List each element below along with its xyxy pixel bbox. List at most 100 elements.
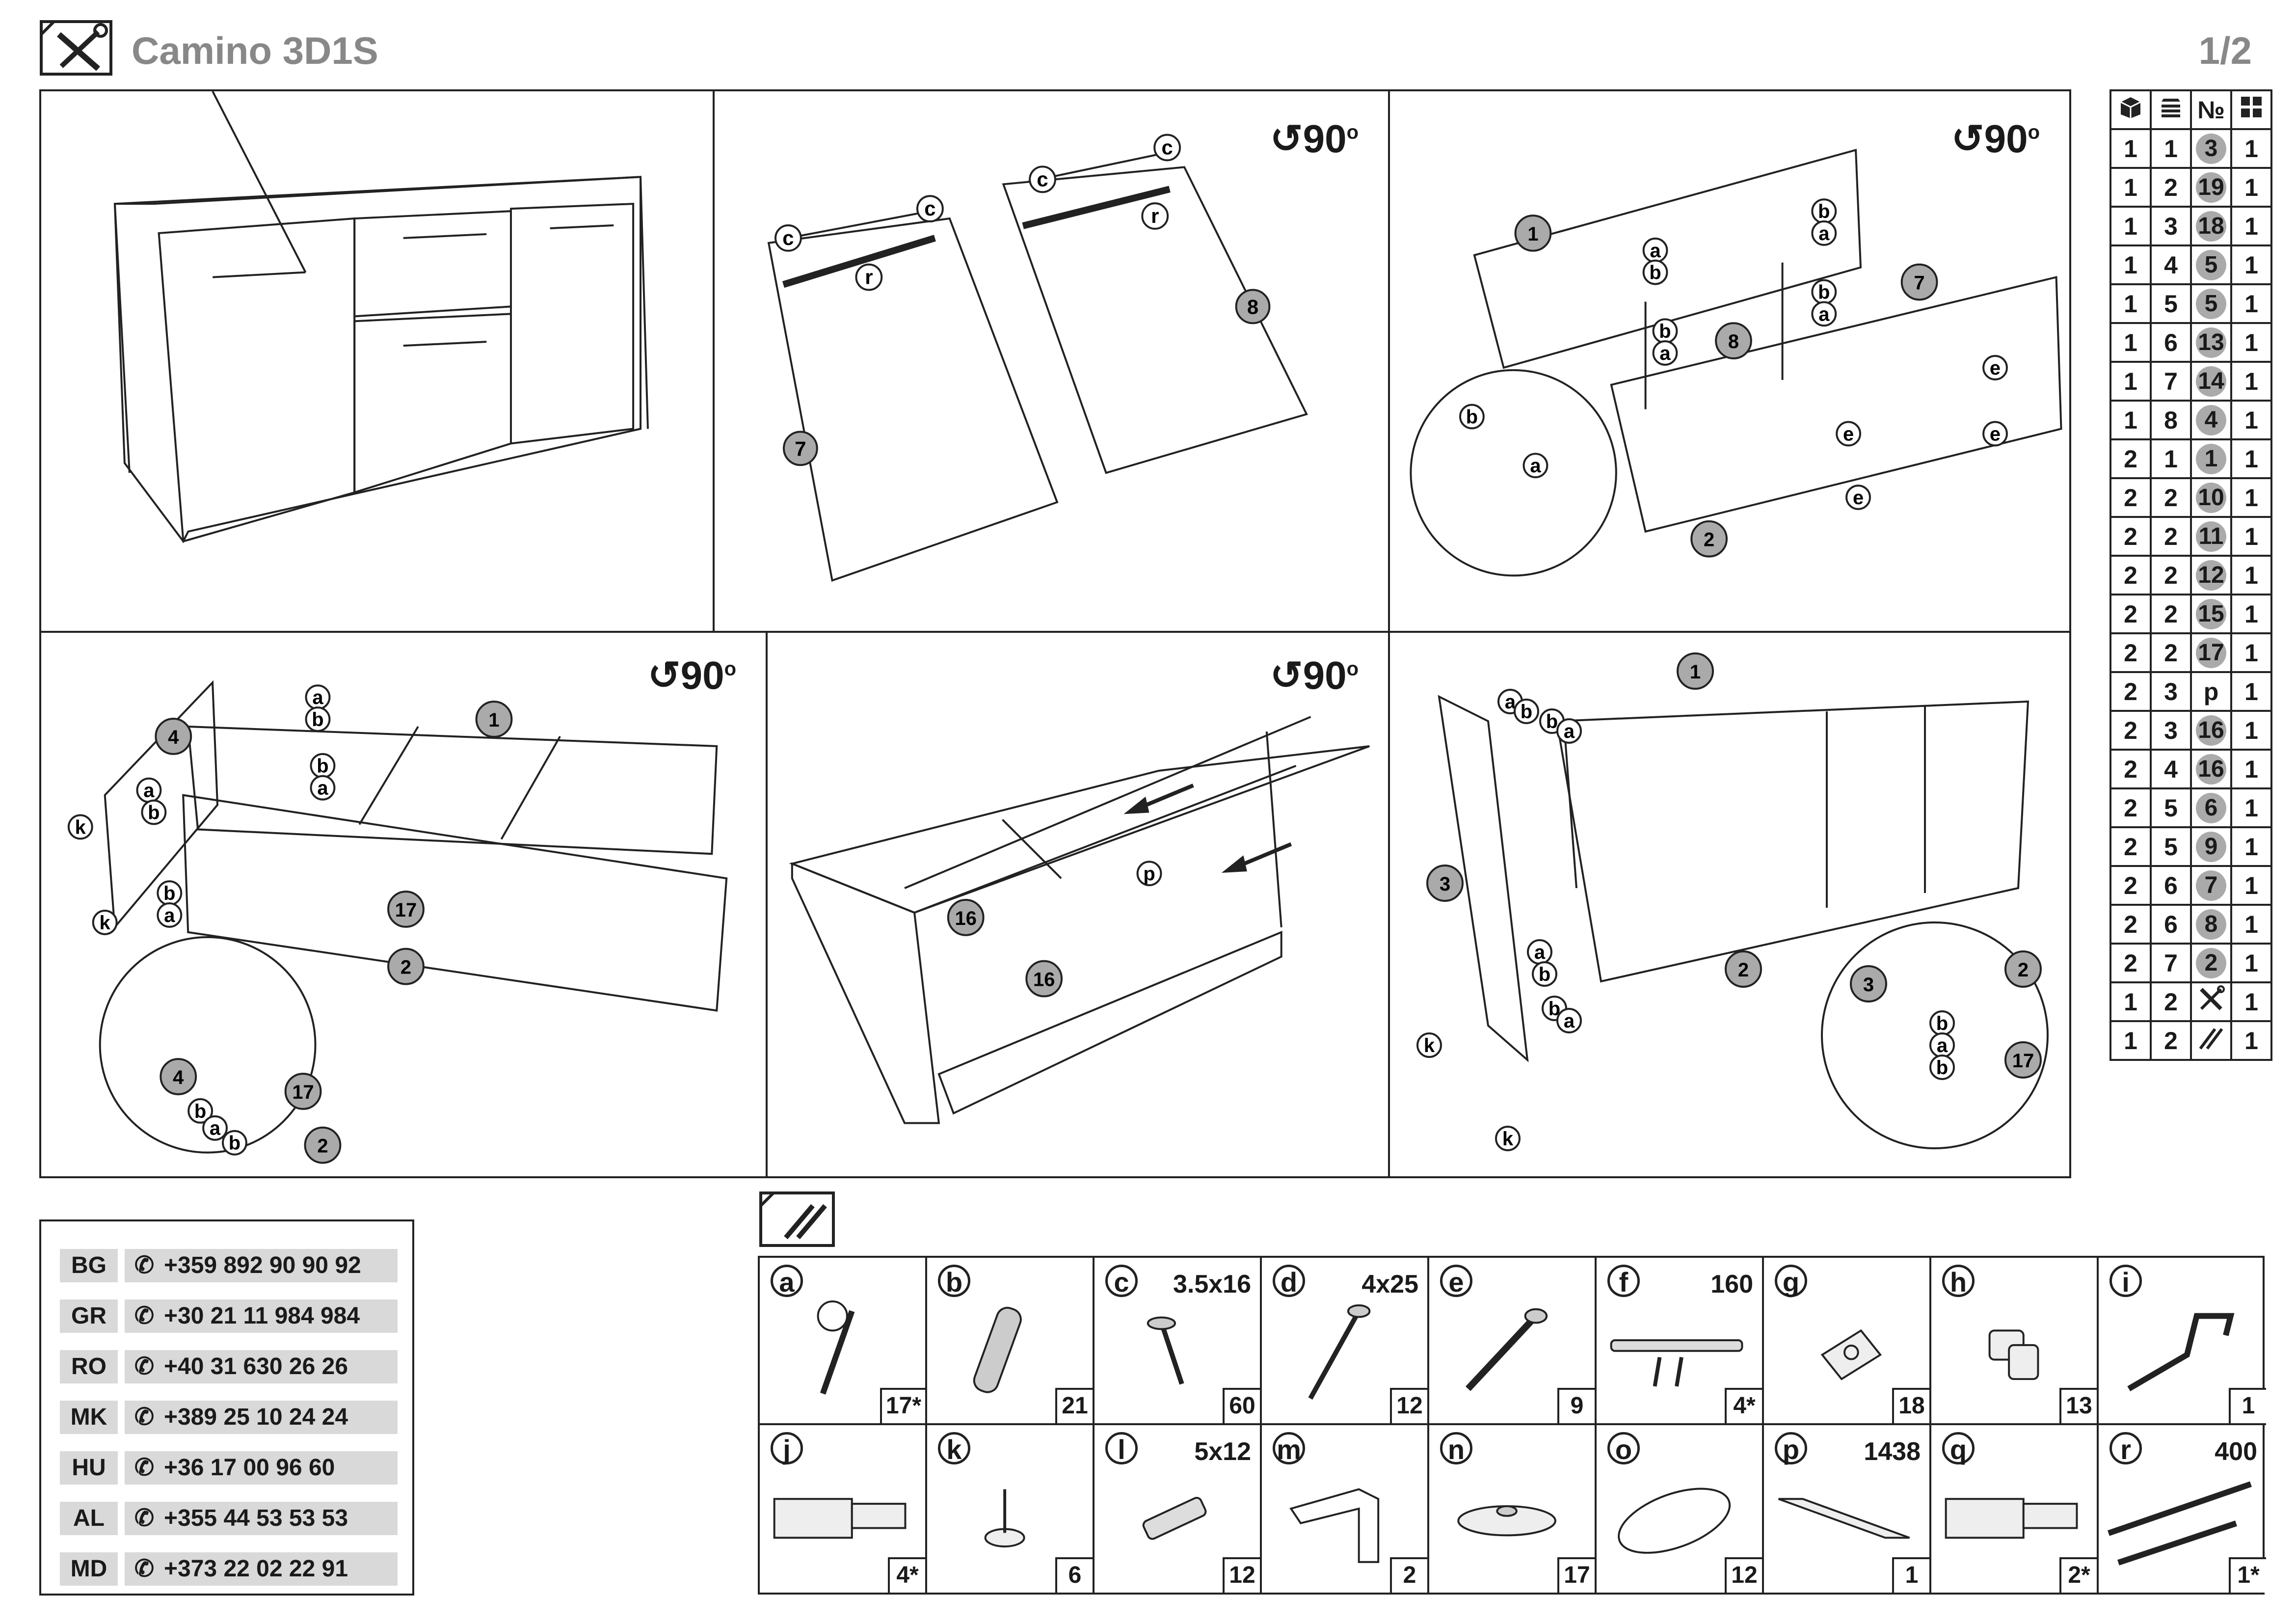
package-count: 2	[2109, 787, 2152, 828]
quantity: 1	[2230, 283, 2272, 324]
package-index: 3	[2150, 671, 2192, 712]
hardware-letter: f	[1607, 1265, 1640, 1298]
hardware-i-icon	[2127, 1313, 2235, 1391]
hardware-c-icon	[1147, 1316, 1184, 1385]
package-index: 2	[2150, 981, 2192, 1022]
package-count: 1	[2109, 400, 2152, 440]
hardware-quantity: 12	[1390, 1388, 1427, 1423]
package-index: 6	[2150, 322, 2192, 363]
part-number: 1	[2190, 438, 2232, 479]
hardware-quantity: 1	[1892, 1557, 1929, 1593]
hardware-b-icon	[973, 1306, 1022, 1393]
quantity: 1	[2230, 632, 2272, 673]
label-b: b	[1539, 964, 1550, 985]
label-a: a	[1564, 1010, 1575, 1032]
part-number: 9	[2190, 826, 2232, 867]
hardware-size: 1438	[1864, 1437, 1921, 1466]
phone-icon: ✆	[134, 1556, 155, 1582]
package-index: 7	[2150, 943, 2192, 983]
phone-number: ✆+355 44 53 53 53	[125, 1502, 398, 1535]
hardware-h-icon	[1988, 1329, 2039, 1380]
label-r: r	[1151, 204, 1159, 227]
quantity: 1	[2230, 128, 2272, 169]
part-2: 2	[1704, 529, 1714, 551]
part-4: 4	[168, 727, 179, 748]
part-17: 17	[2012, 1050, 2034, 1072]
hardware-o-icon	[1618, 1488, 1731, 1554]
tools-icon	[40, 20, 112, 76]
label-k: k	[1424, 1035, 1435, 1056]
package-index: 3	[2150, 710, 2192, 751]
quantity: 1	[2230, 477, 2272, 518]
assembly-steps: c c r 7 c c r 8 ↺90o 1 a	[39, 89, 2071, 1178]
package-index: 8	[2150, 400, 2192, 440]
phone-icon: ✆	[134, 1404, 155, 1430]
phone-icon: ✆	[134, 1455, 155, 1481]
hardware-letter: q	[1942, 1432, 1975, 1465]
hardware-k-icon	[984, 1489, 1025, 1548]
grid-icon	[2230, 89, 2272, 130]
part-2: 2	[2018, 959, 2029, 981]
quantity: 1	[2230, 826, 2272, 867]
quantity: 1	[2230, 943, 2272, 983]
label-k: k	[75, 816, 86, 838]
label-b: b	[1521, 701, 1532, 723]
hardware-letter: d	[1273, 1265, 1305, 1298]
package-index: 2	[2150, 167, 2192, 208]
package-count: 2	[2109, 438, 2152, 479]
package-count: 2	[2109, 904, 2152, 945]
part-1: 1	[488, 709, 499, 731]
phone-number-text: +355 44 53 53 53	[164, 1505, 348, 1531]
part-number: 18	[2190, 206, 2232, 246]
part-number: 13	[2190, 322, 2232, 363]
package-index: 1	[2150, 438, 2192, 479]
part-number: 12	[2190, 555, 2232, 595]
label-c: c	[782, 226, 794, 249]
hardware-m-icon	[1289, 1488, 1380, 1563]
page-title: Camino 3D1S	[132, 29, 378, 72]
label-a: a	[1564, 721, 1575, 742]
hardware-quantity: 1*	[2229, 1557, 2266, 1593]
part-4: 4	[173, 1067, 184, 1088]
package-count: 1	[2109, 1020, 2152, 1061]
package-index: 2	[2150, 555, 2192, 595]
label-a: a	[1818, 303, 1830, 325]
hardware-letter: o	[1607, 1432, 1640, 1465]
hardware-letter: r	[2109, 1432, 2142, 1465]
hardware-letter: k	[938, 1432, 970, 1465]
label-c: c	[1162, 136, 1173, 159]
part-7: 7	[1914, 272, 1925, 294]
quantity: 1	[2230, 710, 2272, 751]
package-index: 4	[2150, 749, 2192, 789]
label-c: c	[1037, 167, 1048, 190]
hardware-quantity: 60	[1223, 1388, 1260, 1423]
label-b: b	[1936, 1057, 1948, 1079]
package-count: 1	[2109, 981, 2152, 1022]
quantity: 1	[2230, 865, 2272, 906]
label-b: b	[1659, 321, 1671, 342]
hardware-q-icon	[1945, 1498, 2078, 1539]
phone-icon: ✆	[134, 1252, 155, 1278]
phone-number-text: +359 892 90 90 92	[164, 1252, 361, 1278]
hardware-size: 5x12	[1194, 1437, 1251, 1466]
package-count: 2	[2109, 943, 2152, 983]
quantity: 1	[2230, 904, 2272, 945]
country-code: AL	[60, 1502, 118, 1535]
package-count: 1	[2109, 128, 2152, 169]
step-2-panel: c c r 7 c c r 8 ↺90o	[715, 91, 1390, 633]
label-a: a	[210, 1118, 221, 1139]
package-icon	[2109, 89, 2152, 130]
